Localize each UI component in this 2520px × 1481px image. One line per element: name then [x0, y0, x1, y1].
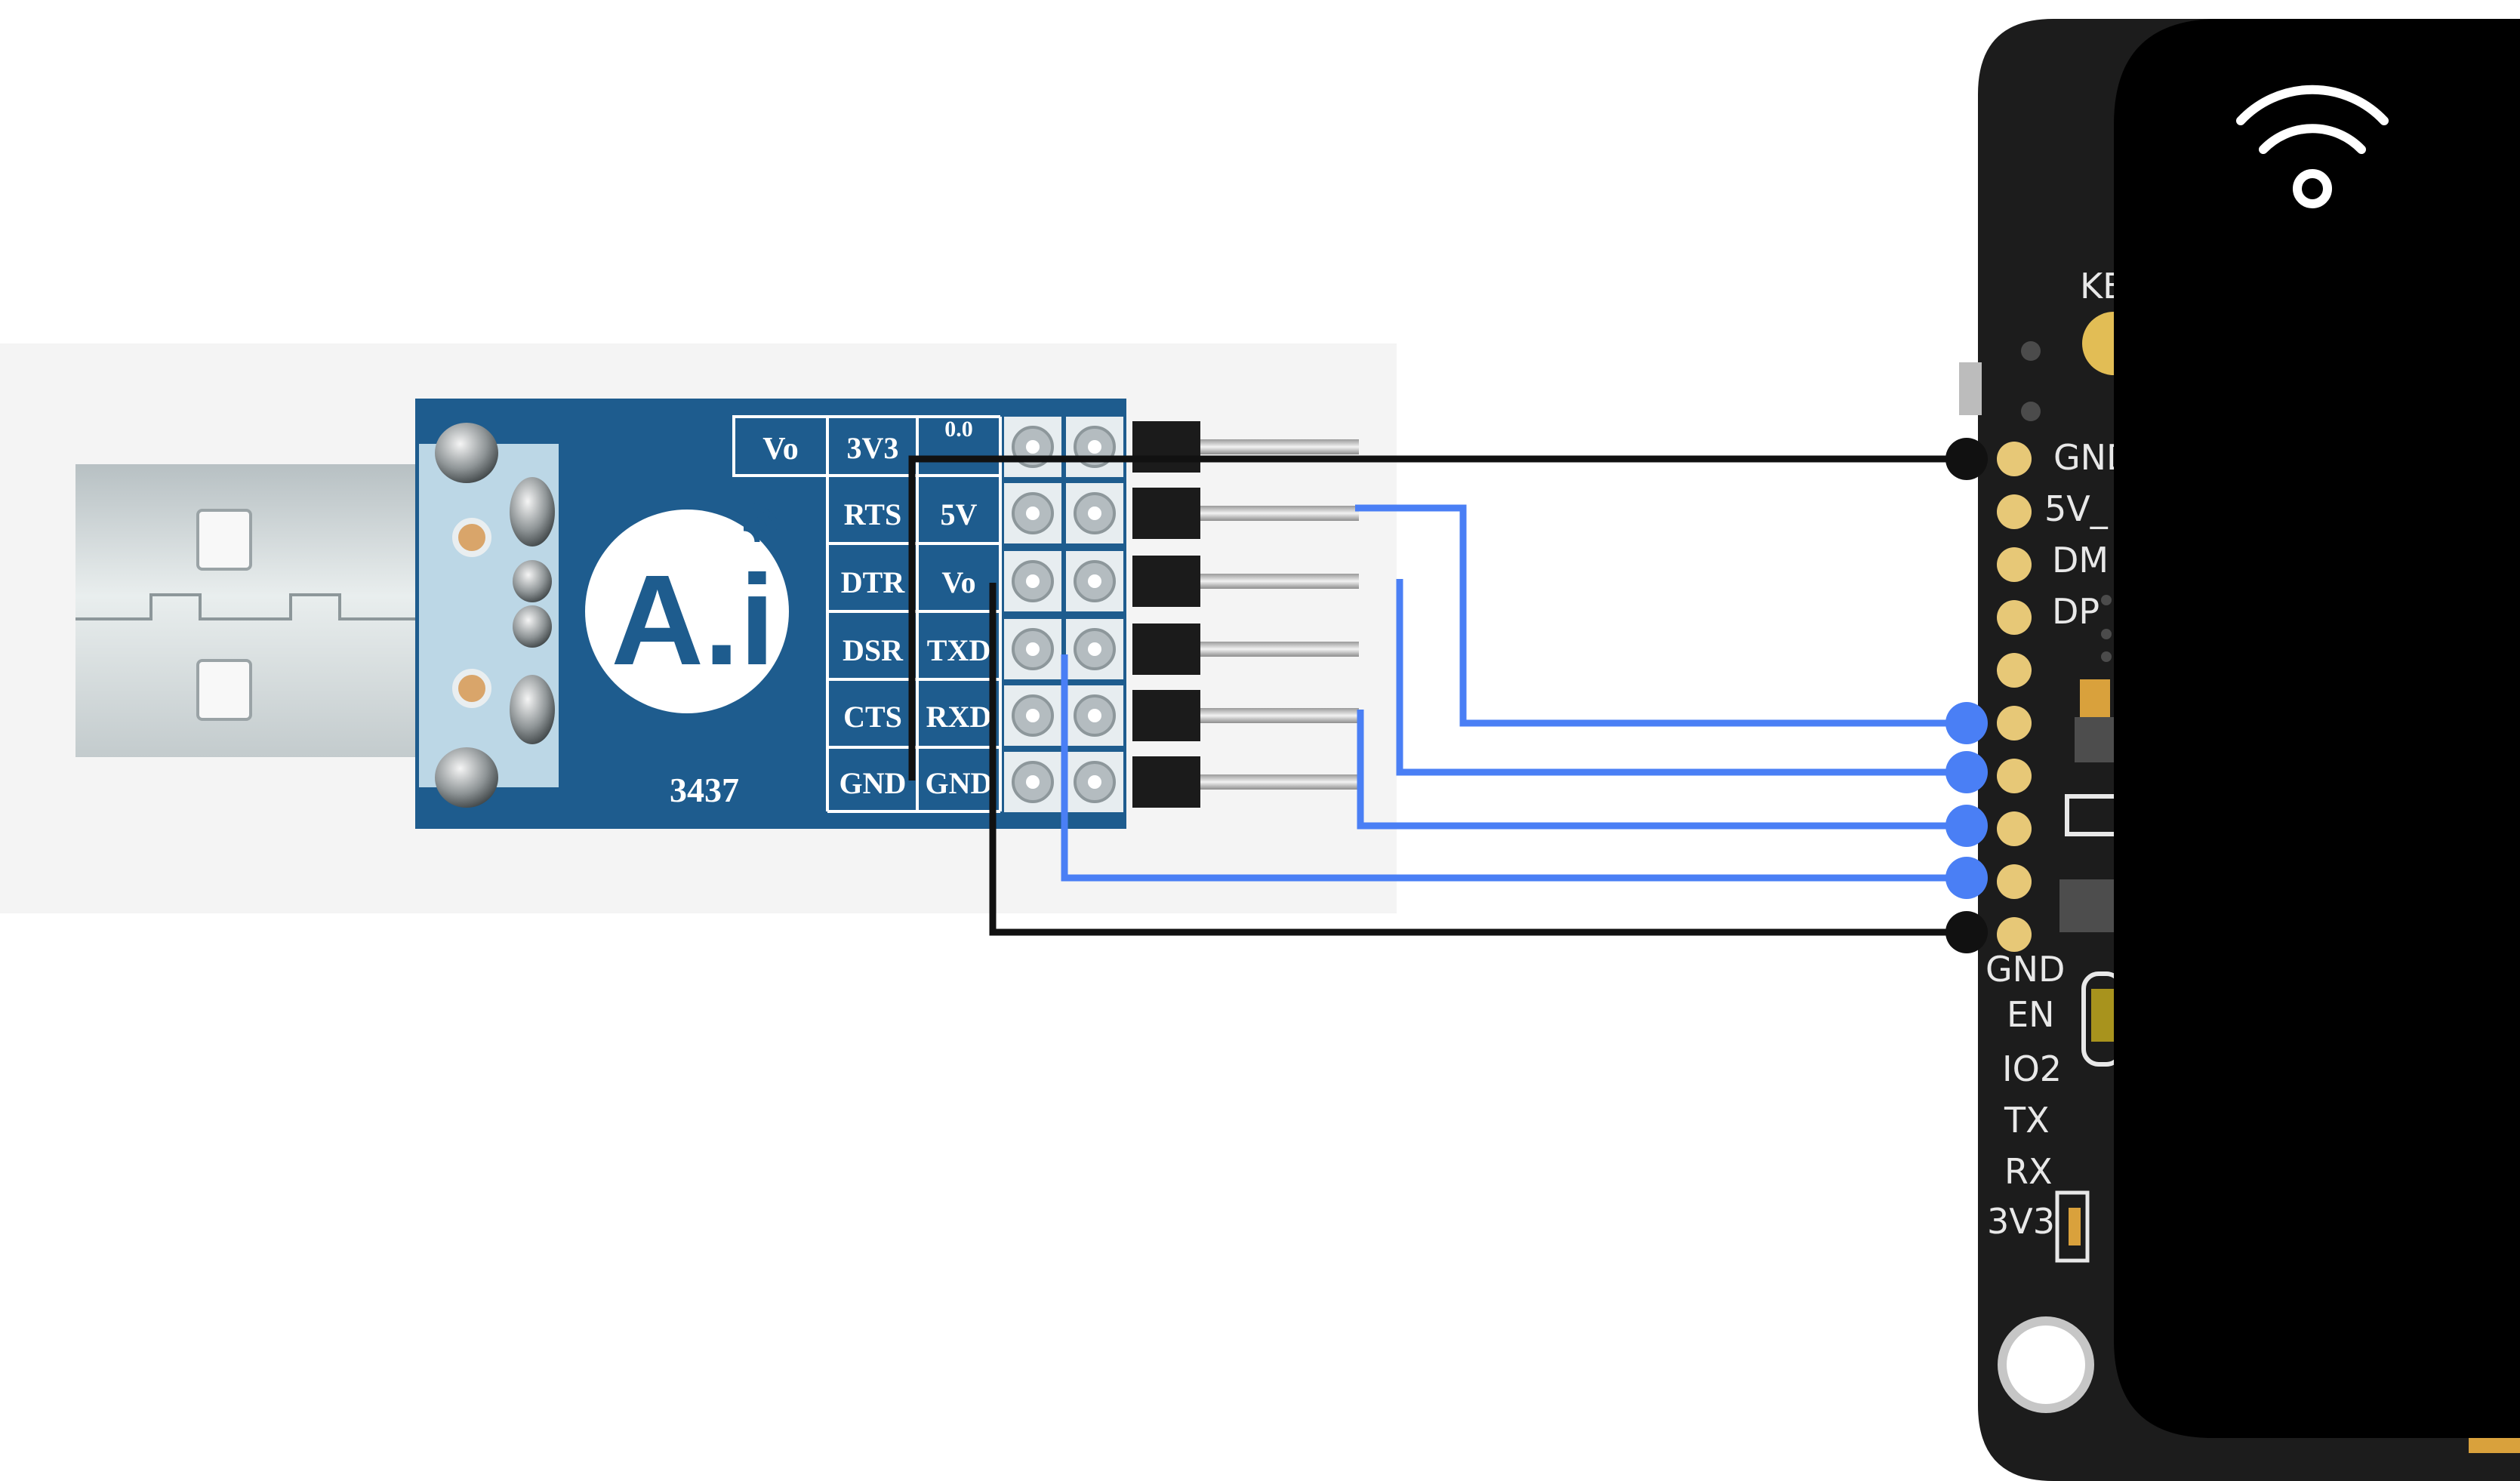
header-pin-body	[1132, 488, 1200, 539]
header-pin	[1200, 574, 1359, 589]
header-pin-body	[1132, 623, 1200, 675]
silkscreen-table	[732, 415, 1002, 813]
usb-shell-screws	[435, 423, 555, 808]
board-pad	[1997, 442, 2032, 476]
board-label-rx-14: RX	[2004, 1151, 2052, 1192]
ai-logo: A.i	[611, 549, 775, 692]
adapter-label-dtr: DTR	[841, 565, 906, 599]
display-screen	[2114, 19, 2520, 1438]
mounting-hole	[1998, 1316, 2094, 1413]
wire-gnd-top	[908, 455, 1967, 781]
header-pin	[1200, 439, 1359, 454]
adapter-pad-hole	[1026, 574, 1040, 588]
header-pin-body	[1132, 421, 1200, 473]
header-pin-body	[1132, 756, 1200, 808]
adapter-label-right-vo-2: Vo	[941, 565, 975, 599]
wire-end-gnd-bottom	[1945, 911, 1988, 953]
board-label-dm-2: DM	[2052, 540, 2109, 580]
board-pad	[1997, 917, 2032, 952]
board-pad	[1997, 653, 2032, 688]
adapter-pad-hole	[1026, 642, 1040, 656]
jumper-label: 0.0	[944, 417, 973, 442]
board-pad	[1997, 811, 2032, 846]
board-label-5v-1: 5V_	[2044, 488, 2109, 529]
board-pin-pads	[1997, 442, 2032, 952]
adapter-pad-hole	[1088, 440, 1101, 454]
adapter-pad-hole	[1088, 642, 1101, 656]
board-label-io2-12: IO2	[2002, 1048, 2062, 1089]
adapter-pad-hole	[1088, 506, 1101, 520]
board-pad	[1997, 706, 2032, 740]
wire-txd	[1061, 654, 1967, 882]
adapter-label-dsr: DSR	[843, 633, 904, 667]
adapter-pad-hole	[1026, 506, 1040, 520]
adapter-pad-hole	[1088, 709, 1101, 722]
wire-rxd	[1357, 710, 1967, 830]
board-pad	[1997, 547, 2032, 582]
ai-logo-circle	[585, 510, 789, 713]
adapter-pad-hole	[1026, 709, 1040, 722]
adapter-label-right-gnd-5: GND	[926, 766, 993, 800]
header-pin	[1200, 774, 1359, 790]
adapter-label-right-rxd-4: RXD	[926, 700, 992, 734]
board-label-dp-3: DP	[2052, 591, 2099, 632]
adapter-pad-hole	[1088, 574, 1101, 588]
board-pad	[1997, 759, 2032, 793]
wire-end-vo	[1945, 751, 1988, 793]
board-label-gnd-10: GND	[1986, 949, 2065, 990]
side-button	[1959, 362, 1982, 415]
wire-end-txd	[1945, 857, 1988, 899]
board-label-3v3-15: 3V3	[1987, 1201, 2055, 1242]
header-pin	[1200, 506, 1359, 521]
wire-gnd-bottom	[989, 583, 1967, 936]
board-label-tx-13: TX	[2004, 1100, 2050, 1141]
wire-5v	[1355, 504, 1967, 727]
header-pin-body	[1132, 556, 1200, 607]
adapter-label-gnd: GND	[839, 766, 907, 800]
model-number: 3437	[670, 771, 739, 809]
wires	[908, 438, 1988, 953]
header-top-label: Vo	[762, 432, 798, 466]
usb-plug	[75, 464, 423, 757]
adapter-pad-hole	[1026, 775, 1040, 789]
board-label-en-11: EN	[2007, 994, 2054, 1035]
adapter-label-cts: CTS	[843, 700, 902, 734]
adapter-label-rts: RTS	[844, 497, 901, 531]
wifi-icon	[2236, 85, 2389, 208]
header-pin-body	[1132, 690, 1200, 741]
adapter-header-pins	[1132, 421, 1359, 808]
wire-end-5v	[1945, 702, 1988, 744]
wire-end-gnd-top	[1945, 438, 1988, 480]
header-pin	[1200, 642, 1359, 657]
board-pad	[1997, 864, 2032, 899]
wire-vo	[1396, 579, 1967, 776]
adapter-label-right-5v-1: 5V	[941, 497, 978, 531]
adapter-pad-hole	[1026, 440, 1040, 454]
adapter-pad-hole	[1088, 775, 1101, 789]
board-vias	[2021, 341, 2112, 662]
adapter-label-3v3: 3V3	[847, 431, 899, 465]
adapter-header-pads	[1004, 417, 1123, 812]
header-pin	[1200, 708, 1359, 723]
adapter-label-right-txd-3: TXD	[927, 633, 990, 667]
board-pad	[1997, 600, 2032, 635]
wire-end-rxd	[1945, 805, 1988, 847]
board-pad	[1997, 494, 2032, 529]
wireless-icon	[743, 501, 784, 543]
